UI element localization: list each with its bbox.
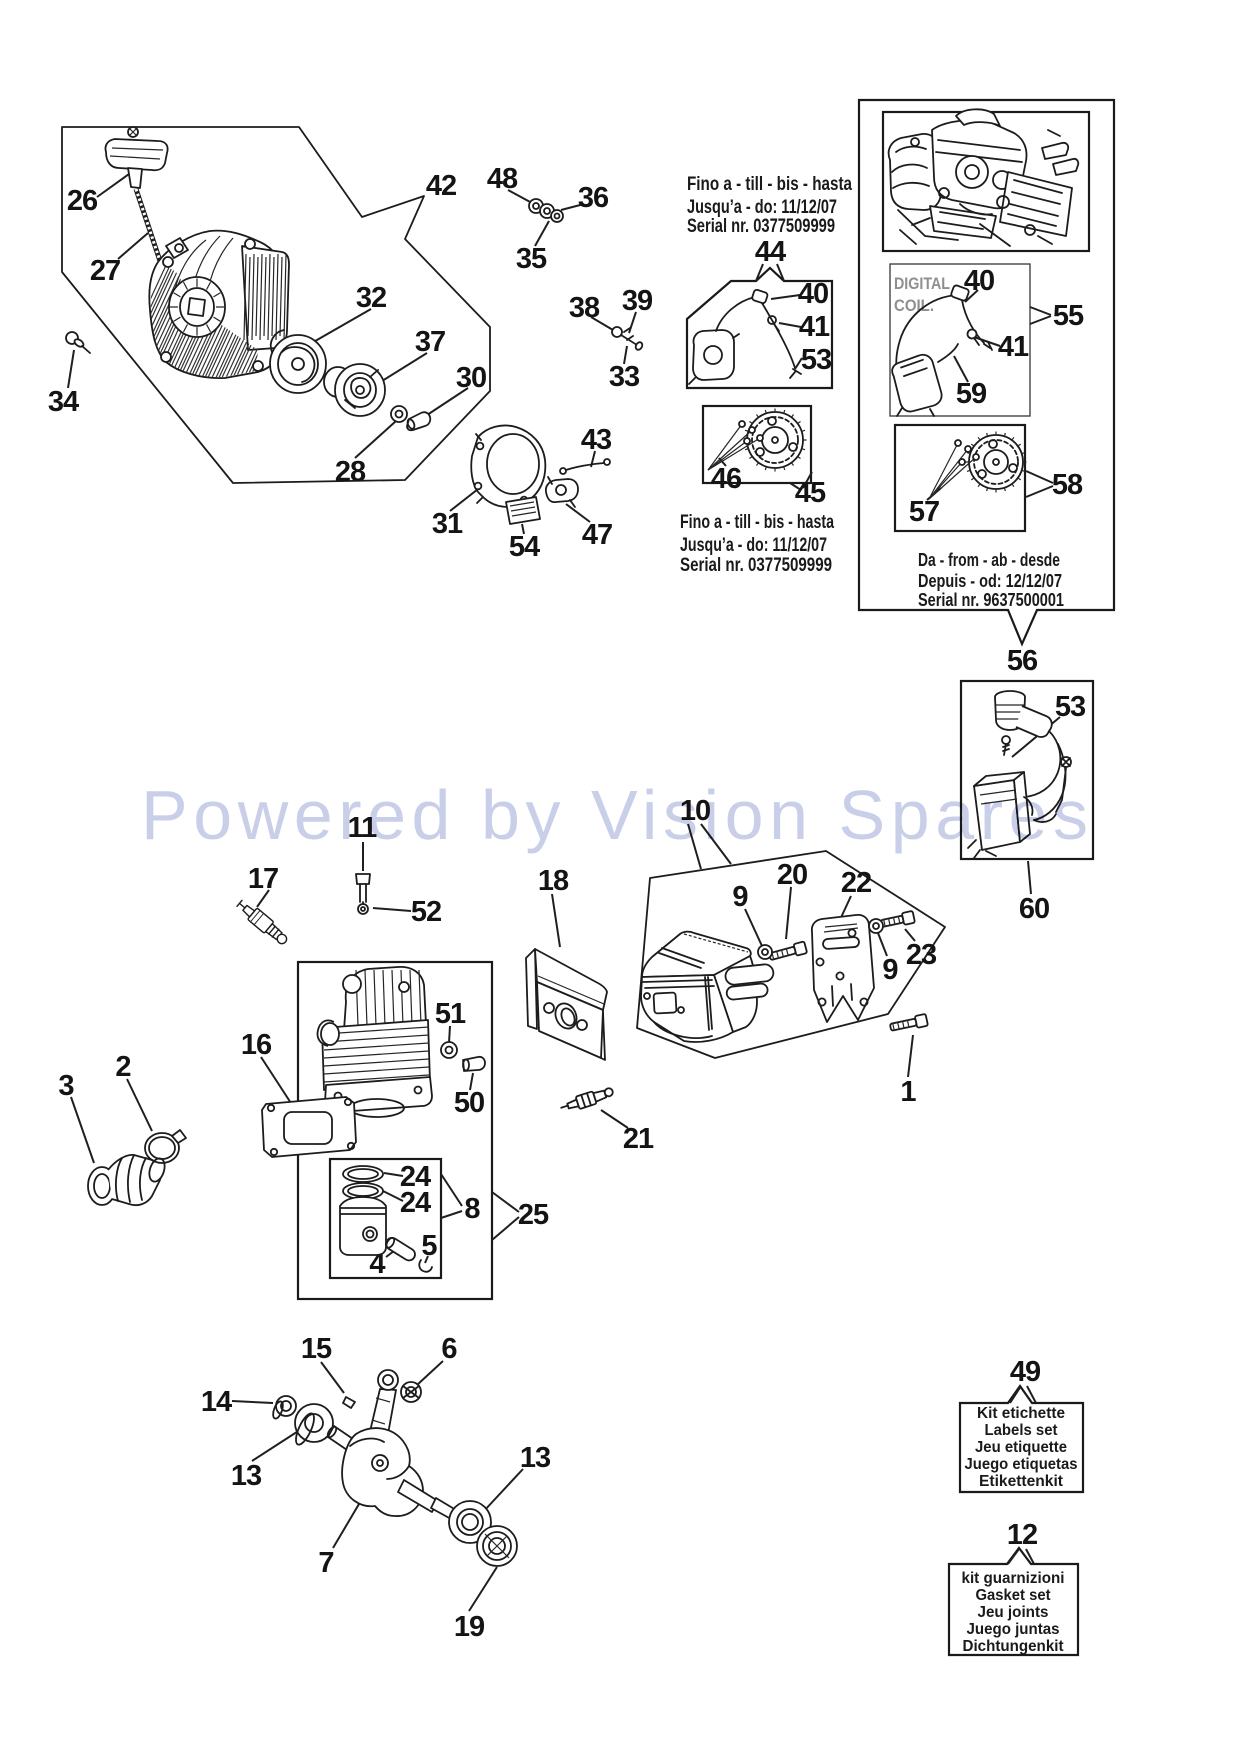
svg-text:Depuis - od: 12/12/07: Depuis - od: 12/12/07 xyxy=(918,571,1062,591)
svg-text:55: 55 xyxy=(1053,300,1084,332)
svg-text:53: 53 xyxy=(1055,691,1086,723)
svg-text:46: 46 xyxy=(711,463,742,495)
svg-text:52: 52 xyxy=(411,896,441,928)
svg-text:51: 51 xyxy=(435,998,466,1030)
svg-text:Kit etichette: Kit etichette xyxy=(977,1405,1065,1422)
svg-text:15: 15 xyxy=(301,1333,332,1365)
svg-text:11: 11 xyxy=(348,812,378,844)
svg-text:9: 9 xyxy=(732,881,748,913)
svg-text:40: 40 xyxy=(798,278,828,310)
svg-text:12: 12 xyxy=(1007,1519,1037,1551)
svg-text:19: 19 xyxy=(454,1611,485,1643)
svg-text:34: 34 xyxy=(48,386,79,418)
svg-text:53: 53 xyxy=(801,344,832,376)
svg-text:20: 20 xyxy=(777,859,807,891)
svg-text:14: 14 xyxy=(201,1386,232,1418)
svg-text:3: 3 xyxy=(58,1070,74,1102)
svg-text:59: 59 xyxy=(956,378,987,410)
svg-text:COIL.: COIL. xyxy=(894,296,934,315)
svg-text:57: 57 xyxy=(909,496,939,528)
svg-text:27: 27 xyxy=(90,255,120,287)
svg-text:23: 23 xyxy=(906,939,937,971)
svg-text:24: 24 xyxy=(400,1187,431,1219)
svg-text:36: 36 xyxy=(578,182,609,214)
svg-text:Fino a - till - bis - hasta: Fino a - till - bis - hasta xyxy=(680,512,834,533)
svg-text:10: 10 xyxy=(680,795,710,827)
svg-text:4: 4 xyxy=(369,1248,385,1280)
svg-text:48: 48 xyxy=(487,163,518,195)
svg-text:2: 2 xyxy=(115,1051,130,1083)
svg-text:21: 21 xyxy=(623,1123,654,1155)
svg-text:31: 31 xyxy=(432,508,463,540)
svg-text:58: 58 xyxy=(1052,469,1083,501)
svg-text:Jusqu’a - do: 11/12/07: Jusqu’a - do: 11/12/07 xyxy=(687,197,837,218)
svg-text:26: 26 xyxy=(67,185,98,217)
svg-text:44: 44 xyxy=(755,236,786,268)
svg-text:6: 6 xyxy=(441,1333,457,1365)
svg-text:43: 43 xyxy=(581,424,612,456)
svg-text:25: 25 xyxy=(518,1199,549,1231)
svg-text:32: 32 xyxy=(356,282,386,314)
svg-text:38: 38 xyxy=(569,292,600,324)
svg-text:45: 45 xyxy=(795,477,826,509)
svg-text:24: 24 xyxy=(400,1161,431,1193)
svg-text:18: 18 xyxy=(538,865,569,897)
svg-text:Juego etiquetas: Juego etiquetas xyxy=(965,1456,1078,1473)
svg-text:41: 41 xyxy=(799,311,830,343)
svg-text:Powered by Vision Spares: Powered by Vision Spares xyxy=(141,776,1088,854)
svg-text:56: 56 xyxy=(1007,645,1038,677)
svg-text:7: 7 xyxy=(318,1547,333,1579)
svg-text:Da - from - ab - desde: Da - from - ab - desde xyxy=(918,550,1060,570)
svg-text:35: 35 xyxy=(516,243,547,275)
svg-text:16: 16 xyxy=(241,1029,272,1061)
svg-text:49: 49 xyxy=(1010,1356,1041,1388)
svg-text:54: 54 xyxy=(509,531,540,563)
svg-text:17: 17 xyxy=(248,863,278,895)
svg-text:39: 39 xyxy=(622,285,653,317)
svg-text:37: 37 xyxy=(415,326,445,358)
svg-text:Serial nr. 0377509999: Serial nr. 0377509999 xyxy=(680,555,832,576)
svg-text:13: 13 xyxy=(231,1460,262,1492)
svg-text:Jeu joints: Jeu joints xyxy=(978,1604,1049,1621)
svg-text:Jeu etiquette: Jeu etiquette xyxy=(975,1439,1067,1456)
svg-text:Dichtungenkit: Dichtungenkit xyxy=(963,1638,1065,1655)
svg-text:Jusqu’a - do: 11/12/07: Jusqu’a - do: 11/12/07 xyxy=(680,535,827,556)
svg-text:Gasket set: Gasket set xyxy=(976,1587,1052,1604)
svg-text:DIGITAL: DIGITAL xyxy=(894,274,950,293)
svg-text:47: 47 xyxy=(582,519,612,551)
svg-text:60: 60 xyxy=(1019,893,1049,925)
svg-text:42: 42 xyxy=(426,170,456,202)
svg-text:5: 5 xyxy=(421,1230,437,1262)
svg-text:Juego juntas: Juego juntas xyxy=(967,1621,1060,1638)
svg-text:33: 33 xyxy=(609,361,640,393)
svg-text:Labels set: Labels set xyxy=(985,1422,1059,1439)
svg-text:Serial nr. 9637500001: Serial nr. 9637500001 xyxy=(918,590,1064,610)
svg-text:Serial nr. 0377509999: Serial nr. 0377509999 xyxy=(687,216,835,237)
svg-text:9: 9 xyxy=(882,954,898,986)
svg-text:22: 22 xyxy=(841,867,871,899)
svg-text:50: 50 xyxy=(454,1087,484,1119)
svg-text:8: 8 xyxy=(464,1193,480,1225)
svg-text:Etikettenkit: Etikettenkit xyxy=(979,1473,1064,1490)
svg-text:1: 1 xyxy=(900,1076,916,1108)
svg-text:41: 41 xyxy=(998,331,1029,363)
svg-text:30: 30 xyxy=(456,362,486,394)
svg-text:kit guarnizioni: kit guarnizioni xyxy=(962,1570,1065,1587)
svg-text:Fino a - till - bis - hasta: Fino a - till - bis - hasta xyxy=(687,174,852,195)
svg-text:28: 28 xyxy=(335,456,366,488)
svg-text:13: 13 xyxy=(520,1442,551,1474)
